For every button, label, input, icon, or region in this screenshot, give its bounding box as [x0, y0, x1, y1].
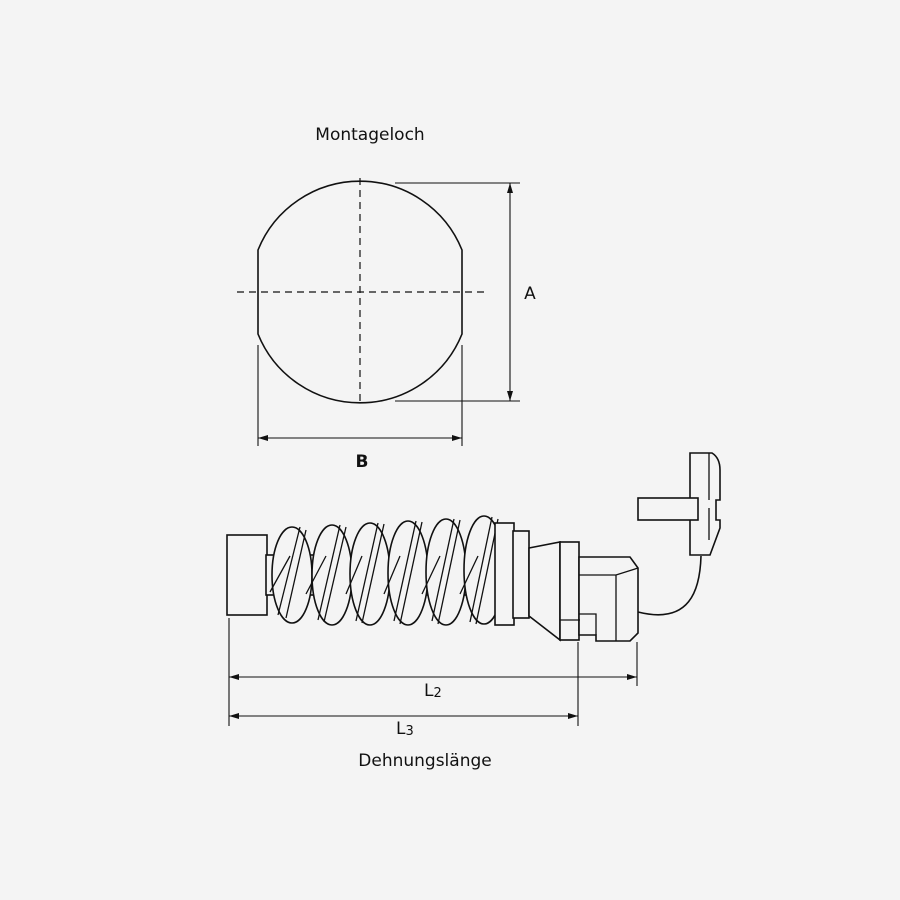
mounting-hole-outline: [257, 180, 463, 404]
anchor-end-cap: [226, 534, 268, 616]
anchor-cone: [528, 541, 561, 642]
dim-b-label: B: [356, 452, 369, 472]
anchor-thread: [269, 515, 505, 626]
anchor-collar: [494, 522, 515, 626]
length-dimensions: L2 L3 Dehnungslänge: [228, 618, 638, 771]
dim-l3-label: L3: [396, 719, 414, 739]
anchor-connector-detail: [560, 567, 639, 641]
anchor-cord: [637, 555, 702, 616]
dim-a-label: A: [524, 284, 536, 304]
mounting-hole-title: Montageloch: [315, 125, 424, 145]
expansion-anchor: [226, 452, 721, 642]
mounting-hole-view: Montageloch A B: [237, 125, 536, 472]
dim-l2-label: L2: [424, 681, 442, 701]
anchor-tag: [689, 452, 721, 556]
anchor-collar-ring: [512, 530, 530, 619]
anchor-tag-tab: [637, 497, 699, 521]
anchor-flange: [559, 541, 580, 641]
expansion-length-label: Dehnungslänge: [358, 751, 491, 771]
anchor-connector: [578, 556, 639, 642]
